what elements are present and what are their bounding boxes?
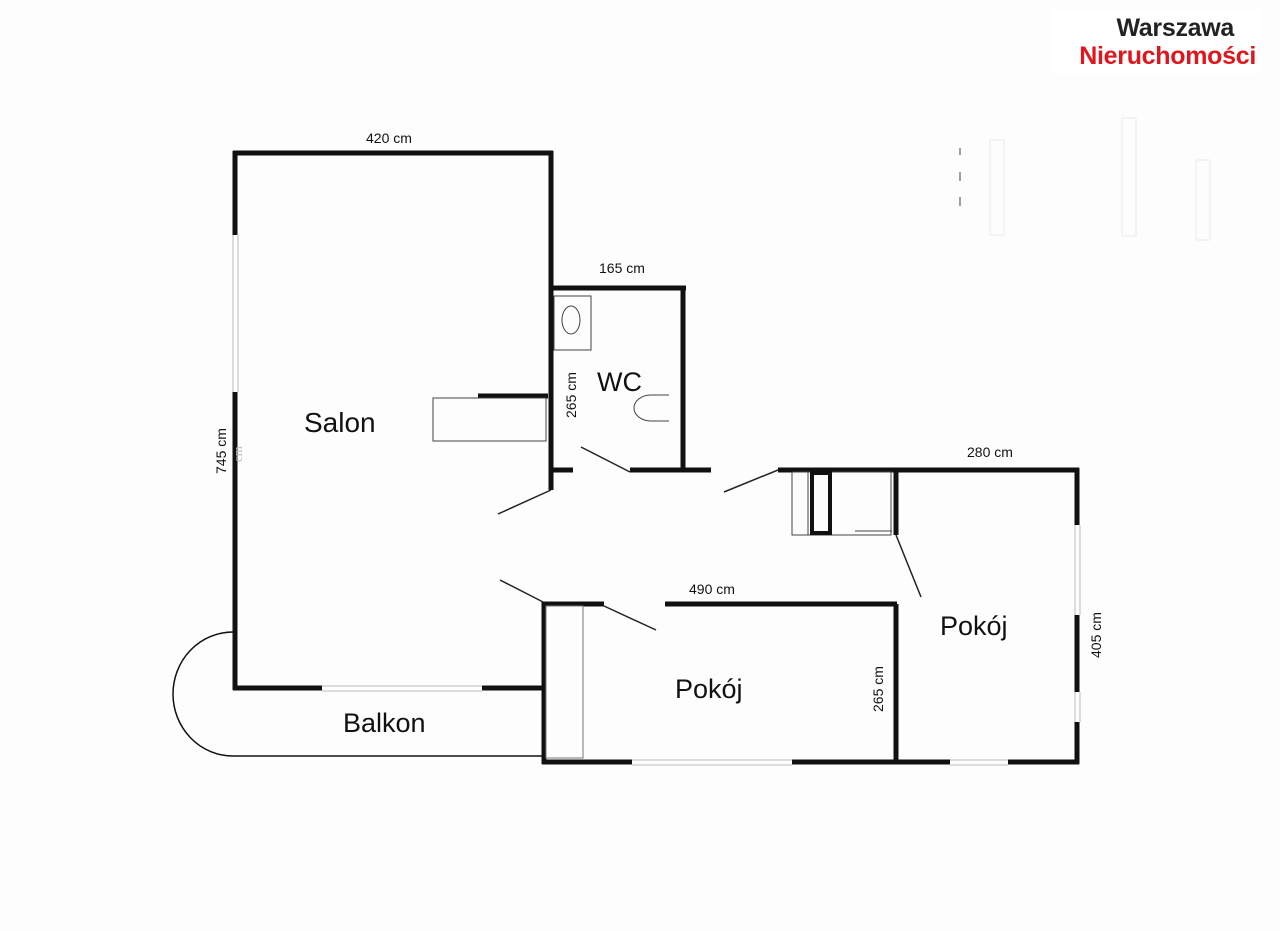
scan-bleed-through (959, 117, 1211, 241)
pokoj-middle-walls (499, 579, 897, 766)
dim-pokoj-right-height: 405 cm (1088, 612, 1104, 658)
dim-pokoj-middle-height: 265 cm (870, 666, 886, 712)
agency-logo: Warszawa Nieruchomości (1051, 10, 1261, 74)
salon-walls (232, 150, 573, 692)
room-label-balkon: Balkon (343, 708, 426, 738)
pokoj-right-walls (723, 467, 1081, 766)
room-label-wc: WC (597, 367, 642, 397)
room-label-salon: Salon (304, 407, 376, 438)
wc-walls (551, 285, 711, 473)
room-label-pokoj-right: Pokój (940, 611, 1008, 641)
room-label-pokoj-middle: Pokój (675, 674, 743, 704)
dim-wc-width: 165 cm (599, 260, 645, 276)
dim-pokoj-middle-width: 490 cm (689, 581, 735, 597)
dim-salon-width: 420 cm (366, 130, 412, 146)
balkon-outline (172, 631, 544, 757)
dim-salon-height-ghost: cm (230, 446, 245, 462)
dim-pokoj-right-width: 280 cm (967, 444, 1013, 460)
logo-line-2: Nieruchomości (1079, 42, 1256, 70)
dim-wc-height: 265 cm (563, 372, 579, 418)
dim-salon-height: 745 cm (213, 428, 229, 474)
logo-line-1: Warszawa (1116, 14, 1234, 42)
